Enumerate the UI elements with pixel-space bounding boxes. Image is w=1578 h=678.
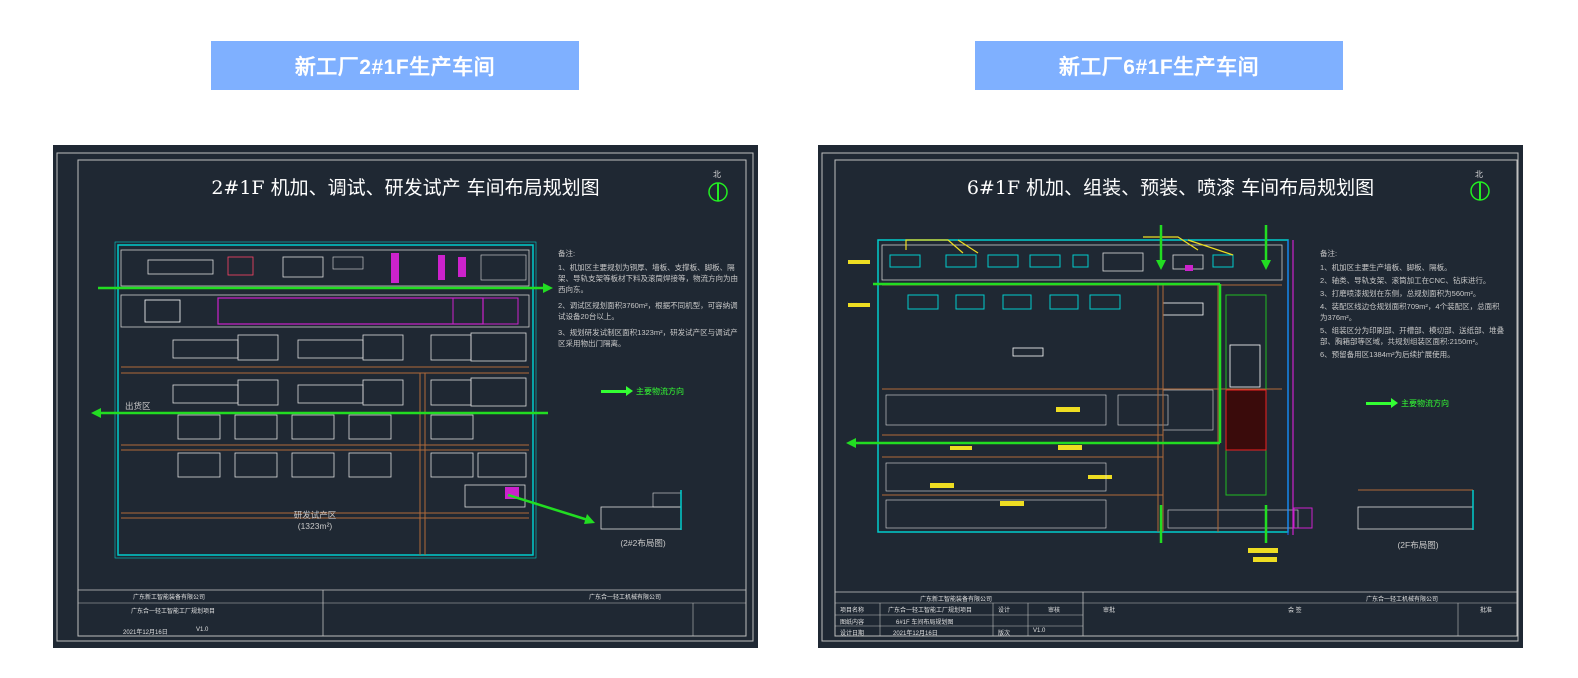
left-notes-title: 备注: xyxy=(558,249,576,258)
right-drawing-title: 6#1F 机加、组装、预装、喷漆 车间布局规划图 xyxy=(966,177,1375,199)
right-north-label: 北 xyxy=(1475,170,1483,179)
right-notes-title: 备注: xyxy=(1320,249,1338,258)
left-notes: 备注: 1、机加区主要规划为铜厚、墙板、支撑板、脚板、隔架、导轨支架等板材下料及… xyxy=(558,248,743,354)
tb-date-label: 设计日期 xyxy=(840,631,865,637)
tb-project-label: 项目名称 xyxy=(840,608,865,614)
flow-arrow-icon xyxy=(601,386,633,396)
inset-2f-layout xyxy=(1357,506,1474,530)
right-company-2: 广东合一轻工机械有限公司 xyxy=(1366,597,1439,603)
tb-project: 广东合一轻工智能工厂规划项目 xyxy=(888,608,973,614)
tb-drawing-no: 批准 xyxy=(1480,608,1493,614)
left-drawing-title: 2#1F 机加、调试、研发试产 车间布局规划图 xyxy=(211,177,600,199)
left-north-label: 北 xyxy=(713,170,721,179)
left-note-1: 1、机加区主要规划为铜厚、墙板、支撑板、脚板、隔架、导轨支架等板材下料及滚筒焊接… xyxy=(558,263,738,294)
right-note-2: 2、轴类、导轨支架、滚筒加工在CNC、钻床进行。 xyxy=(1320,276,1491,285)
zone-out-label: 出货区 xyxy=(125,401,151,411)
right-note-1: 1、机加区主要生产墙板、脚板、隔板。 xyxy=(1320,263,1452,272)
right-company-1: 广东新工智能装备有限公司 xyxy=(920,597,993,603)
tb-date: 2021年12月16日 xyxy=(893,631,938,637)
flow-arrows-left xyxy=(98,286,589,522)
left-note-2: 2、调试区规划面积3760m²，根据不同机型，可容纳调试设备20台以上。 xyxy=(558,301,738,321)
tb-review: 审核 xyxy=(1048,608,1061,614)
left-drawing-graphics xyxy=(56,152,754,642)
right-cad-drawing: 6#1F 机加、组装、预装、喷漆 车间布局规划图 北 备注: 1、机加区主要生产… xyxy=(818,145,1523,648)
inset-caption-left: (2#2布局图) xyxy=(620,538,666,548)
tb-countersign: 会 签 xyxy=(1288,608,1302,614)
right-drawing-graphics xyxy=(821,152,1519,642)
left-legend-label: 主要物流方向 xyxy=(636,387,684,396)
right-note-5: 5、组装区分为印刷部、开槽部、模切部、送纸部、堆叠部、胸箱部等区域，共规划组装区… xyxy=(1320,326,1505,346)
inset-2-2-layout xyxy=(600,506,682,530)
right-note-6: 6、预留备用区1384m²为后续扩展使用。 xyxy=(1320,350,1455,359)
left-note-3: 3、规划研发试制区面积1323m²，研发试产区与调试产区采用物出门隔离。 xyxy=(558,328,738,348)
left-legend: 主要物流方向 xyxy=(601,386,684,397)
left-project: 广东合一轻工智能工厂规划项目 xyxy=(131,609,216,615)
right-note-4: 4、装配区线边仓规划面积709m²，4个装配区，总面积为376m²。 xyxy=(1320,302,1500,322)
right-legend-label: 主要物流方向 xyxy=(1401,399,1449,408)
right-version: V1.0 xyxy=(1033,628,1046,634)
banner-right-title: 新工厂6#1F生产车间 xyxy=(975,41,1343,90)
zone-rd-label: 研发试产区 (1323m²) xyxy=(293,510,337,531)
right-legend: 主要物流方向 xyxy=(1366,398,1449,409)
left-company-1: 广东新工智能装备有限公司 xyxy=(133,595,206,601)
flow-arrow-icon xyxy=(1366,398,1398,408)
inset-caption-right: (2F布局图) xyxy=(1397,540,1439,550)
tb-content: 6#1F 车间布局规划图 xyxy=(896,620,954,626)
right-notes: 备注: 1、机加区主要生产墙板、脚板、隔板。 2、轴类、导轨支架、滚筒加工在CN… xyxy=(1320,248,1505,362)
tb-design: 设计 xyxy=(998,608,1011,614)
left-date: 2021年12月16日 xyxy=(123,630,168,636)
flow-arrows-right xyxy=(856,225,1268,543)
tb-version-label: 版次 xyxy=(998,631,1011,637)
left-version: V1.0 xyxy=(196,627,209,633)
tb-approve: 审批 xyxy=(1103,608,1116,614)
left-cad-drawing: 2#1F 机加、调试、研发试产 车间布局规划图 北 备注: 1、机加区主要规划为… xyxy=(53,145,758,648)
right-note-3: 3、打磨喷漆规划在东侧，总规划面积为560m²。 xyxy=(1320,289,1481,298)
left-company-2: 广东合一轻工机械有限公司 xyxy=(589,595,662,601)
tb-content-label: 图纸内容 xyxy=(840,620,865,626)
building-outline xyxy=(117,244,534,556)
banner-left-title: 新工厂2#1F生产车间 xyxy=(211,41,579,90)
